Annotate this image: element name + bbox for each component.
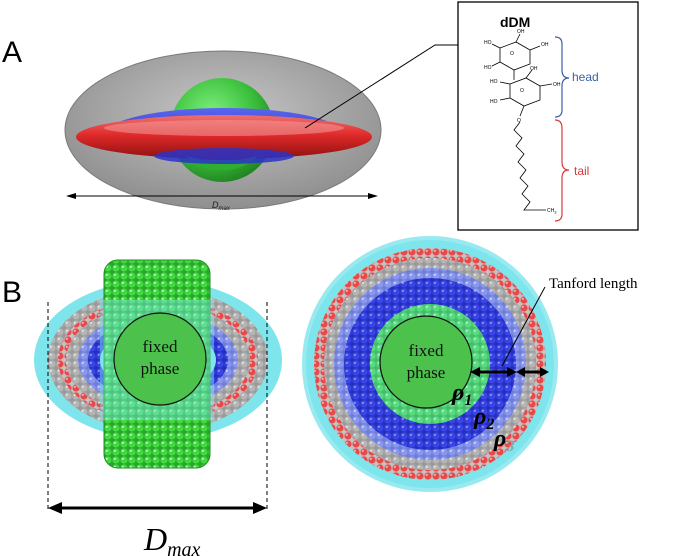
tail-label: tail bbox=[574, 164, 589, 178]
svg-text:HO: HO bbox=[490, 79, 498, 85]
rho3-sub: 3 bbox=[505, 438, 514, 455]
svg-text:Dmax: Dmax bbox=[212, 200, 231, 212]
maltose-head-structure bbox=[491, 33, 553, 117]
inset-title: dDM bbox=[500, 14, 530, 30]
fixed-phase-sphere-side bbox=[113, 312, 207, 406]
svg-text:O: O bbox=[517, 118, 521, 124]
svg-text:OH: OH bbox=[517, 29, 525, 35]
alkyl-tail-structure bbox=[513, 121, 546, 211]
inset-box bbox=[457, 1, 639, 231]
panel-a-label: A bbox=[2, 36, 22, 69]
fixed-phase-sphere-top bbox=[379, 315, 473, 409]
svg-text:Dmax: Dmax bbox=[143, 521, 201, 556]
svg-text:O: O bbox=[510, 51, 514, 57]
maltose-atom-labels: OH OH HO HO O O OH OH HO HO O bbox=[484, 29, 561, 124]
tail-bracket bbox=[554, 119, 570, 222]
rho2-label: ρ bbox=[473, 404, 486, 430]
svg-text:O: O bbox=[520, 88, 524, 94]
dmax-arrow-b: Dmax bbox=[47, 302, 268, 556]
ch3-label: CH bbox=[547, 208, 555, 214]
svg-text:OH: OH bbox=[553, 82, 561, 88]
dmax-label-b: D bbox=[143, 521, 167, 556]
ch3-sub: 3 bbox=[554, 210, 557, 215]
fixed-phase-side-line2: phase bbox=[141, 359, 180, 378]
svg-text:HO: HO bbox=[490, 99, 498, 105]
svg-text:HO: HO bbox=[484, 40, 492, 46]
blue-ring-lower bbox=[154, 148, 294, 164]
svg-text:ρ2: ρ2 bbox=[473, 404, 494, 433]
rho1-sub: 1 bbox=[464, 392, 472, 409]
fixed-phase-side-line1: fixed bbox=[143, 337, 178, 356]
head-bracket bbox=[554, 36, 570, 118]
rho1-label: ρ bbox=[451, 380, 464, 406]
tanford-length-label: Tanford length bbox=[549, 276, 638, 292]
dmax-label-a: D bbox=[212, 200, 219, 210]
inset-connector-line bbox=[304, 44, 458, 129]
dmax-arrow-a: Dmax bbox=[66, 193, 378, 212]
top-view-model: fixed phase Tanford length ρ1 ρ2 bbox=[302, 236, 638, 492]
dmax-sub-a: max bbox=[219, 206, 231, 212]
side-view-model: fixed phase bbox=[34, 259, 282, 469]
svg-text:HO: HO bbox=[484, 65, 492, 71]
tanford-pointer bbox=[501, 286, 546, 367]
svg-text:OH: OH bbox=[541, 42, 549, 48]
rho2-sub: 2 bbox=[485, 416, 494, 433]
panel-a: A Dmax dDM bbox=[2, 1, 639, 231]
rho-arrows bbox=[470, 367, 549, 377]
nanodisc-3d bbox=[64, 50, 382, 210]
svg-text:ρ1: ρ1 bbox=[451, 380, 472, 409]
head-label: head bbox=[572, 70, 599, 84]
fixed-phase-top-line2: phase bbox=[407, 363, 446, 382]
panel-b: B fixed phase bbox=[2, 236, 638, 556]
svg-text:OH: OH bbox=[530, 66, 538, 72]
dmax-sub-b: max bbox=[167, 539, 200, 556]
fixed-phase-top-line1: fixed bbox=[409, 341, 444, 360]
svg-text:ρ3: ρ3 bbox=[493, 426, 514, 455]
panel-b-label: B bbox=[2, 276, 22, 309]
red-disc-highlight bbox=[104, 120, 344, 136]
rho3-label: ρ bbox=[493, 426, 506, 452]
svg-text:CH3: CH3 bbox=[547, 208, 557, 215]
